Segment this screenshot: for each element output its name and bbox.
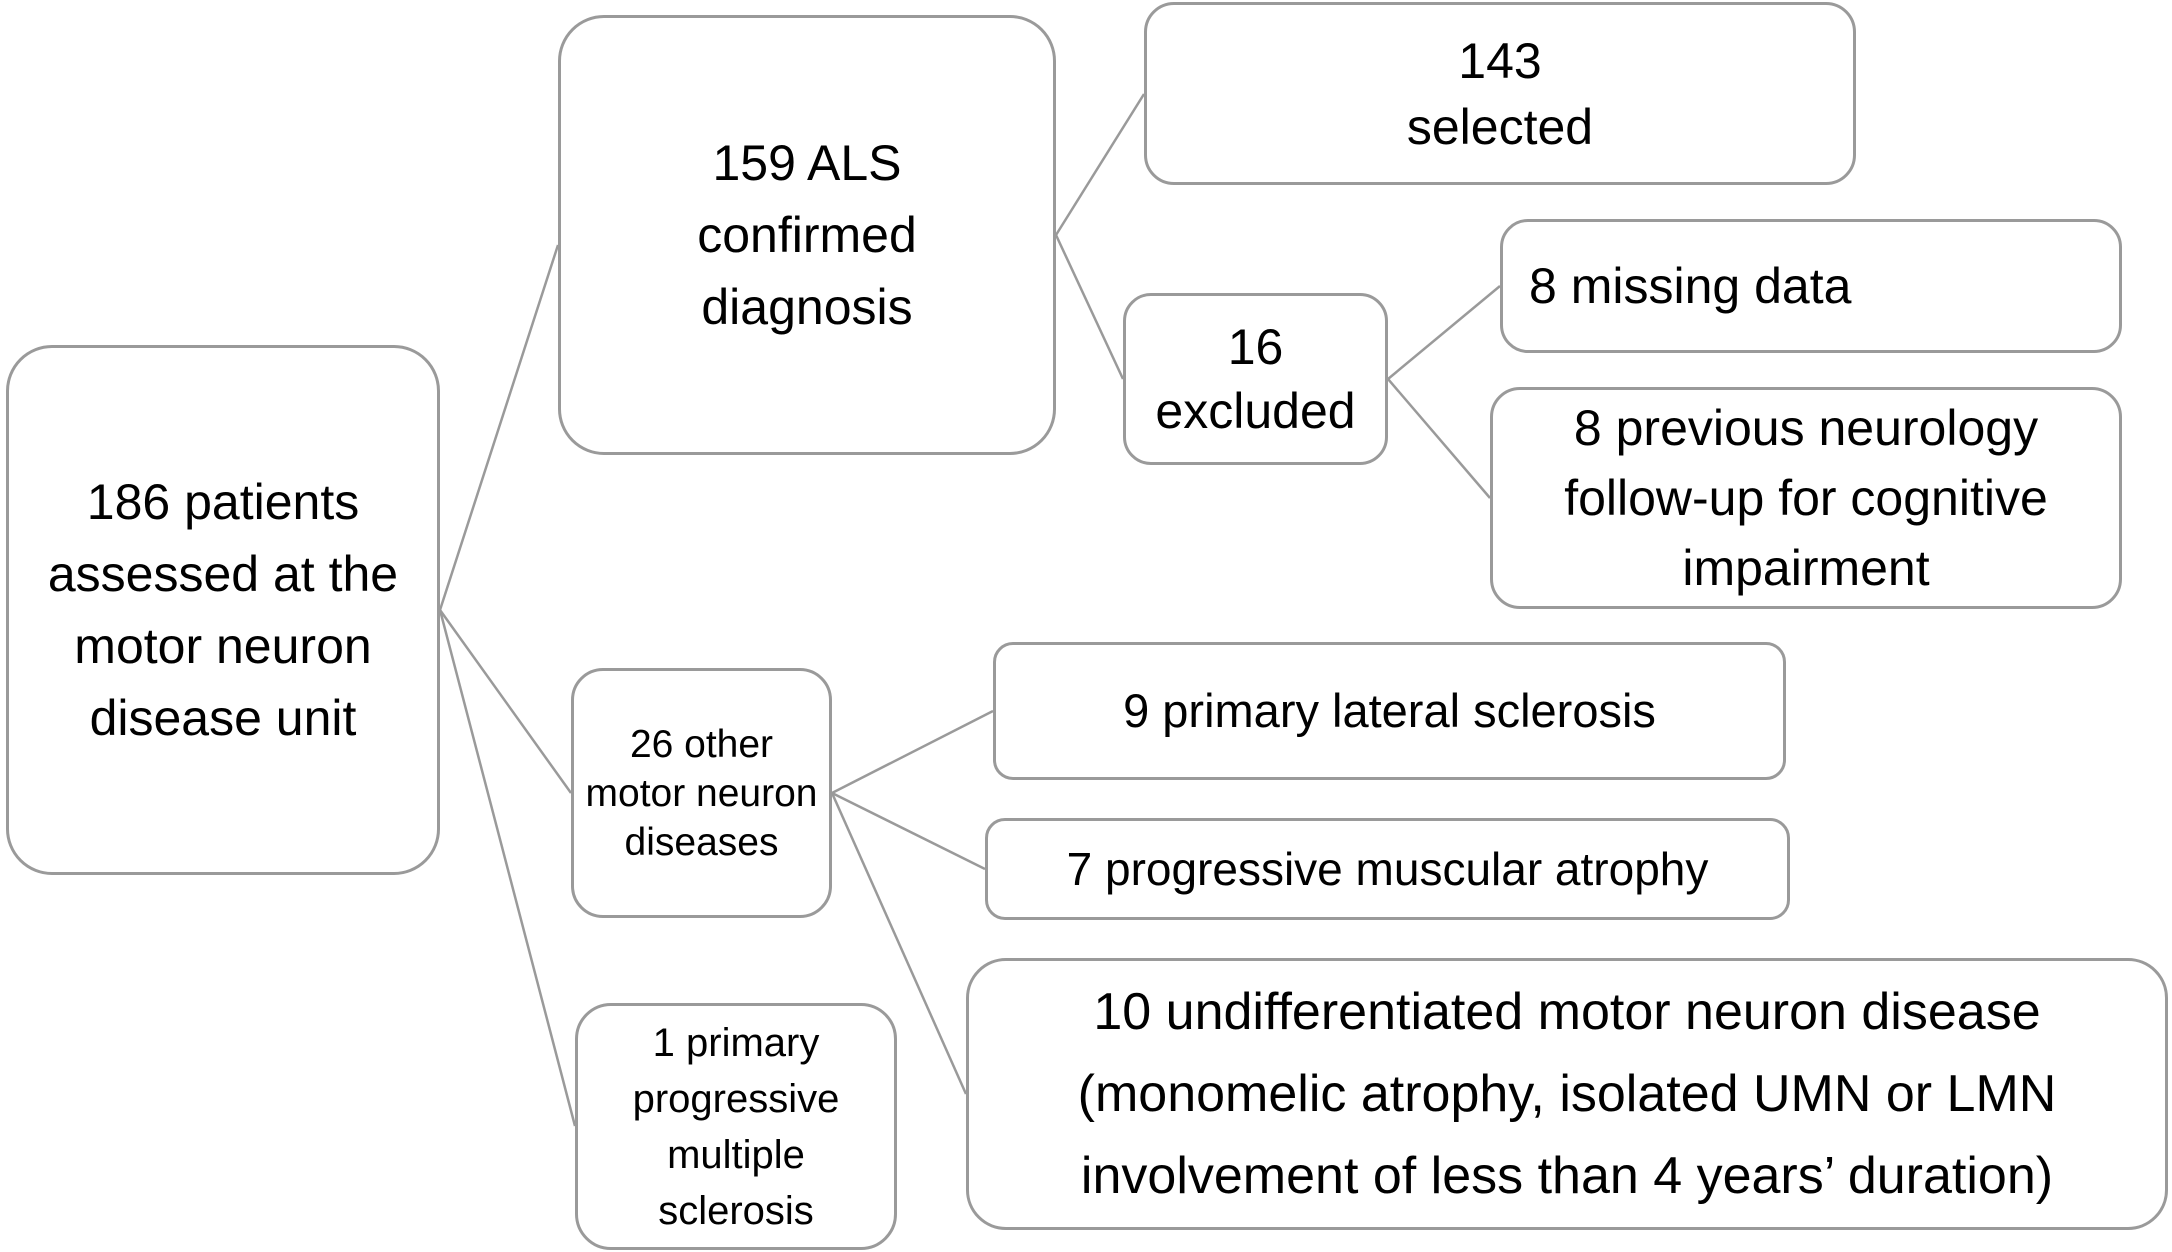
node-excluded: 16 excluded <box>1123 293 1388 465</box>
node-text-line: involvement of less than 4 years’ durati… <box>1080 1147 2054 1205</box>
connector-patients-other-mnd <box>438 609 573 794</box>
connector-patients-ppms <box>438 609 577 1127</box>
node-text-line: motor neuron <box>585 771 818 815</box>
node-text-line: 8 previous neurology <box>1573 400 2039 456</box>
node-text-line: confirmed <box>697 207 917 263</box>
node-text-line: progressive <box>632 1076 840 1121</box>
node-text-line: 186 patients <box>86 474 360 530</box>
node-patients-assessed: 186 patients assessed at the motor neuro… <box>6 345 440 875</box>
connector-other-mnd-pma <box>831 791 986 871</box>
node-selected: 143 selected <box>1144 2 1856 185</box>
connector-als-excluded <box>1054 234 1125 380</box>
node-neurology-followup: 8 previous neurology follow-up for cogni… <box>1490 387 2122 609</box>
node-undifferentiated-mnd: 10 undifferentiated motor neuron disease… <box>966 958 2168 1230</box>
node-text-line: disease unit <box>89 690 357 746</box>
node-missing-data: 8 missing data <box>1500 219 2122 353</box>
node-text-line: (monomelic atrophy, isolated UMN or LMN <box>1077 1065 2057 1123</box>
node-text-line: sclerosis <box>658 1188 814 1233</box>
node-primary-lateral-sclerosis: 9 primary lateral sclerosis <box>993 642 1786 780</box>
node-text-line: selected <box>1406 98 1594 155</box>
node-text-line: 16 <box>1227 319 1284 375</box>
node-text-line: 8 missing data <box>1529 258 1852 314</box>
node-text-line: 1 primary <box>652 1020 820 1065</box>
node-text-line: 10 undifferentiated motor neuron disease <box>1093 983 2041 1041</box>
node-text-line: 7 progressive muscular atrophy <box>1066 843 1709 895</box>
node-text-line: impairment <box>1682 540 1930 596</box>
connector-patients-als <box>438 244 560 611</box>
node-progressive-muscular-atrophy: 7 progressive muscular atrophy <box>985 818 1790 920</box>
node-text-line: 9 primary lateral sclerosis <box>1123 684 1656 737</box>
connector-als-selected <box>1054 93 1146 236</box>
node-text-line: excluded <box>1155 383 1356 439</box>
node-text-line: diseases <box>624 820 779 864</box>
connector-other-mnd-pls <box>831 709 994 795</box>
node-text-line: motor neuron <box>74 618 372 674</box>
node-other-motor-neuron-diseases: 26 other motor neuron diseases <box>571 668 832 918</box>
node-text-line: 143 <box>1458 32 1542 89</box>
node-als-confirmed: 159 ALS confirmed diagnosis <box>558 15 1056 455</box>
connector-excluded-missing <box>1387 285 1501 380</box>
node-text-line: multiple <box>667 1132 805 1177</box>
node-text-line: 26 other <box>629 722 774 766</box>
node-text-line: diagnosis <box>701 279 913 335</box>
node-text-line: follow-up for cognitive <box>1564 470 2048 526</box>
connector-excluded-neuro-followup <box>1387 378 1491 499</box>
node-primary-progressive-multiple-sclerosis: 1 primary progressive multiple sclerosis <box>575 1003 897 1250</box>
node-text-line: 159 ALS <box>712 135 902 191</box>
node-text-line: assessed at the <box>47 546 399 602</box>
